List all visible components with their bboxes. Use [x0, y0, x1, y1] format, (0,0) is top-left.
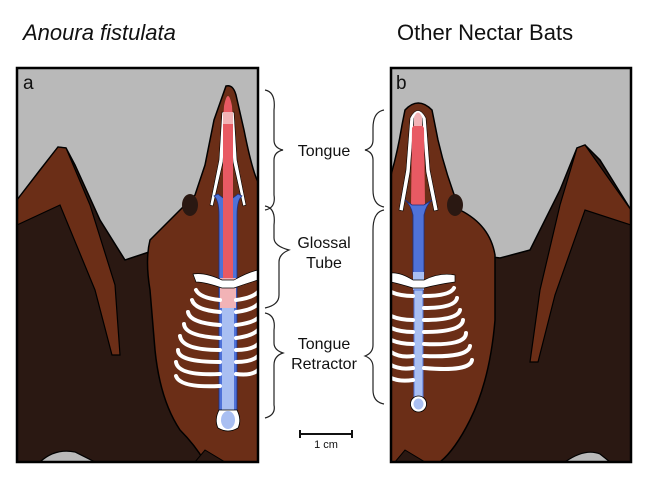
- panel-b-ear: [447, 194, 463, 216]
- panel-b-frame: [389, 66, 633, 464]
- panel-a-letter: a: [23, 73, 34, 94]
- brace-a-glossal-tube: [264, 205, 291, 309]
- scale-bar-label: 1 cm: [314, 439, 338, 451]
- panel-a-tongue-tip: [223, 112, 233, 124]
- panel-b-leg: [394, 449, 426, 462]
- panel-b-tongue-retractor: [413, 289, 424, 399]
- panel-b-tongue: [411, 123, 425, 205]
- panel-b-wing-arm: [529, 144, 631, 363]
- panel-a-ribs: [174, 288, 258, 389]
- panel-b-clavicle: [391, 272, 456, 289]
- panel-a-tongue: [223, 96, 233, 300]
- label-tube: Tube: [306, 255, 342, 272]
- panel-a-ear: [182, 194, 198, 216]
- label-tongue: Tongue: [298, 143, 351, 160]
- panel-b-letter: b: [396, 73, 407, 94]
- brace-a-tongue-retractor: [264, 312, 285, 419]
- brace-a-tongue: [264, 89, 284, 211]
- panel-b-retractor-end: [413, 398, 424, 410]
- brace-b-tongue: [364, 109, 385, 208]
- panel-a-ground-patch: [39, 450, 96, 462]
- panel-a-clavicle: [192, 269, 258, 289]
- braces-left: [264, 89, 291, 419]
- panel-a-tongue-retractor: [222, 308, 234, 410]
- braces-right: [363, 109, 385, 405]
- panel-b-tongue-tip: [414, 112, 422, 126]
- title-other-nectar-bats: Other Nectar Bats: [397, 20, 574, 45]
- scale-bar: 1 cm: [299, 430, 353, 451]
- label-glossal: Glossal: [297, 235, 350, 252]
- panel-b-ribs: [391, 286, 474, 383]
- label-tongue-retractor-line2: Retractor: [291, 356, 357, 373]
- panel-a-retractor-end: [221, 411, 235, 429]
- panel-a-wing-arm: [17, 146, 121, 356]
- panel-b: b: [389, 66, 633, 464]
- brace-b-glossal-retractor: [363, 209, 385, 405]
- panel-a: a: [15, 66, 260, 464]
- panel-a-frame: [15, 66, 260, 464]
- panel-b-ground-patch: [563, 451, 611, 462]
- title-anoura-fistulata: Anoura fistulata: [23, 20, 176, 45]
- panel-a-leg: [194, 449, 226, 462]
- panel-b-glossal-tube: [404, 199, 433, 276]
- label-tongue-retractor-line1: Tongue: [298, 336, 351, 353]
